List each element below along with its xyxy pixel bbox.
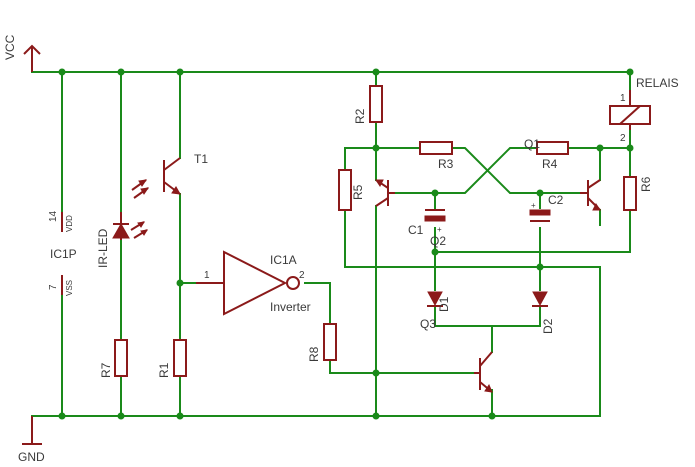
wire-diodes-join: [434, 307, 541, 327]
wire-r5-bottom: [344, 211, 601, 417]
junction: [372, 369, 380, 377]
resistor-r5: R5: [338, 169, 365, 211]
d2-label: D2: [541, 318, 555, 334]
ic1p-vdd-label: VDD: [65, 215, 74, 232]
wire-r6-bottom: [434, 209, 631, 253]
capacitor-c2: + C2: [529, 193, 564, 222]
t1-phototransistor: T1: [131, 152, 208, 199]
resistor-r6: R6: [623, 176, 653, 211]
wire-r5-r3: [344, 147, 421, 169]
r2-label: R2: [353, 108, 367, 124]
junction: [536, 263, 544, 271]
ic1p-vdd-pin: 14: [48, 210, 59, 222]
ir-led: IR-LED: [96, 212, 148, 268]
resistor-r1: R1: [157, 339, 187, 378]
junction: [372, 144, 380, 152]
wire-r4-cross: [394, 147, 538, 194]
transistor-q2: Q2: [430, 179, 601, 248]
c2-plus: +: [531, 201, 536, 210]
vcc-symbol: VCC: [3, 34, 41, 72]
r8-label: R8: [307, 346, 321, 362]
inverter-pin-in: 1: [204, 270, 210, 281]
junction: [431, 189, 439, 197]
q2-label: Q2: [430, 234, 446, 248]
transistor-q3: [474, 351, 493, 393]
relay: 1 2 RELAIS: [609, 76, 679, 144]
inverter-ic1a: 1 2 IC1A Inverter: [196, 250, 311, 316]
resistor-r7: R7: [99, 339, 128, 378]
junction: [488, 412, 496, 420]
d1-label: D1: [437, 296, 451, 312]
t1-label: T1: [194, 152, 208, 166]
junction: [176, 68, 184, 76]
wires: [31, 71, 631, 417]
resistor-r8: R8: [307, 323, 337, 362]
junction: [372, 412, 380, 420]
junction: [626, 68, 634, 76]
junction: [58, 68, 66, 76]
junction: [596, 144, 604, 152]
junction: [536, 189, 544, 197]
junction: [117, 68, 125, 76]
diode-d1: D1: [427, 291, 451, 312]
ic1p-vss-label: VSS: [65, 280, 74, 296]
resistor-r4: R4: [536, 141, 569, 171]
inverter-pin-out: 2: [299, 270, 305, 281]
ic1p-vss-pin: 7: [48, 284, 59, 290]
r5-label: R5: [351, 184, 365, 200]
r4-label: R4: [542, 157, 558, 171]
c2-label: C2: [548, 193, 564, 207]
junction: [58, 412, 66, 420]
capacitor-c1: + C1: [408, 209, 446, 237]
junction: [372, 68, 380, 76]
c1-plus: +: [437, 225, 442, 234]
junction: [626, 144, 634, 152]
relay-pin2: 2: [620, 133, 626, 144]
gnd-label: GND: [18, 450, 45, 464]
resistor-r2: R2: [353, 85, 383, 124]
r3-label: R3: [438, 157, 454, 171]
junctions: [58, 68, 634, 420]
gnd-symbol: GND: [18, 416, 45, 464]
r1-label: R1: [157, 362, 171, 378]
junction: [117, 412, 125, 420]
q3-label: Q3: [420, 317, 436, 331]
diode-d2: D2: [532, 291, 555, 334]
ir-led-label: IR-LED: [96, 228, 110, 268]
inverter-value: Inverter: [270, 300, 311, 314]
transistor-q1: Q1: [375, 137, 540, 207]
r7-label: R7: [99, 362, 113, 378]
wire-inverter-output: [304, 282, 331, 323]
vcc-label: VCC: [3, 34, 17, 60]
junction: [176, 279, 184, 287]
inverter-name: IC1A: [270, 253, 297, 267]
r6-label: R6: [639, 176, 653, 192]
ic1p-name: IC1P: [50, 247, 77, 261]
junction: [176, 412, 184, 420]
q1-label: Q1: [524, 137, 540, 151]
relay-pin1: 1: [620, 93, 626, 104]
c1-label: C1: [408, 223, 424, 237]
wire-r3-cross: [451, 147, 541, 194]
relay-name: RELAIS: [636, 76, 679, 90]
ic1p-power: 14 VDD 7 VSS IC1P: [48, 210, 77, 296]
resistor-r3: R3: [419, 141, 454, 171]
junction: [431, 248, 439, 256]
wire-r8-q3-base: [329, 359, 475, 374]
